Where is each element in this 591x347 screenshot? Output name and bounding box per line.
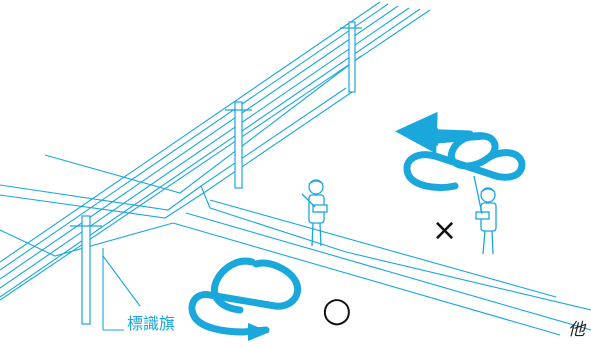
road-edges [0, 55, 591, 336]
arrow-heads [248, 128, 438, 341]
curved-arrow-icon [188, 111, 526, 336]
flag-label: 標識旗 [127, 314, 176, 333]
good-mark: ○ [322, 290, 352, 330]
operator-person-icon [473, 175, 497, 255]
flag-leader-lines [102, 248, 141, 331]
bad-mark: × [432, 213, 458, 248]
operator-person-icon [301, 179, 328, 247]
power-lines [0, 1, 431, 301]
caption-text: 他 [568, 320, 585, 340]
utility-pole-icon [70, 21, 362, 325]
